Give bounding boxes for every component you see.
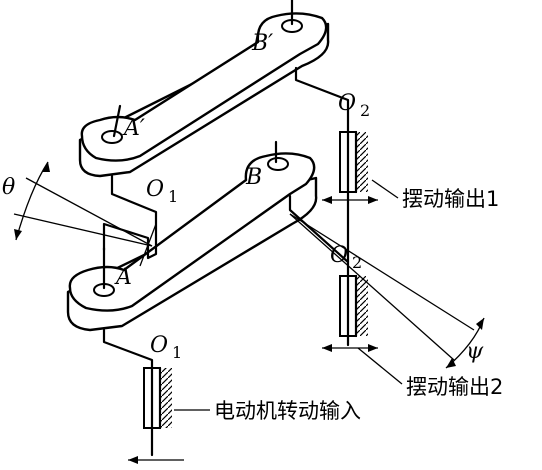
label-a: A bbox=[114, 265, 132, 290]
bearing-lower-right bbox=[339, 274, 368, 338]
bearing-upper-right bbox=[339, 130, 368, 194]
annotation-output-2: 摆动输出2 bbox=[406, 375, 503, 399]
label-o2-upper-sub: 2 bbox=[360, 101, 370, 120]
oscillation-arrow-2 bbox=[322, 344, 403, 385]
label-b-prime: B′ bbox=[251, 31, 273, 56]
annotation-output-1: 摆动输出1 bbox=[402, 187, 499, 211]
annotation-input: 电动机转动输入 bbox=[214, 399, 361, 423]
oscillation-arrow-1 bbox=[322, 179, 399, 204]
label-theta: θ bbox=[2, 175, 15, 200]
output-rocker-shaft bbox=[288, 66, 350, 347]
bearing-input bbox=[143, 366, 172, 430]
angle-psi bbox=[289, 213, 485, 369]
label-o1-lower-sub: 1 bbox=[172, 343, 182, 362]
label-o2-upper: O bbox=[338, 91, 356, 116]
pin-a-prime bbox=[112, 104, 122, 138]
rotation-arrow-input bbox=[128, 409, 210, 464]
label-a-prime: A′ bbox=[122, 116, 145, 141]
label-b: B bbox=[245, 165, 262, 190]
angle-theta bbox=[13, 161, 153, 247]
label-psi: ψ bbox=[466, 339, 484, 364]
lower-link bbox=[66, 152, 318, 332]
label-o1-upper: O bbox=[146, 177, 164, 202]
label-o2-lower: O bbox=[330, 243, 348, 268]
label-o1-lower: O bbox=[150, 333, 168, 358]
label-o1-upper-sub: 1 bbox=[168, 187, 178, 206]
upper-link bbox=[78, 12, 330, 178]
label-o2-lower-sub: 2 bbox=[352, 253, 362, 272]
